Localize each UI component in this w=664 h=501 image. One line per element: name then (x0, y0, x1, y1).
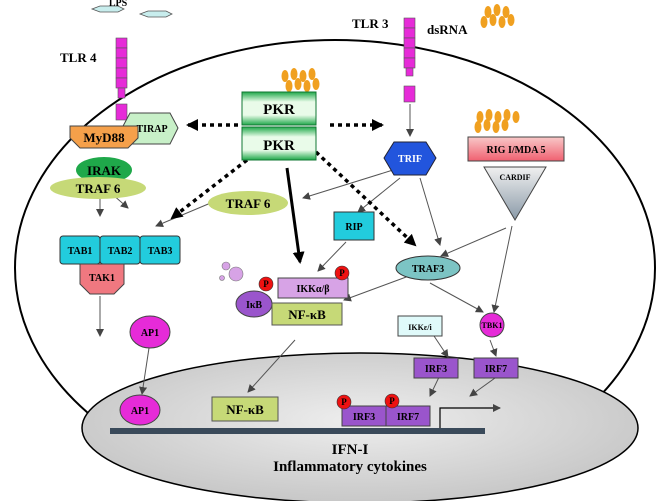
tlr3-receptor (403, 17, 416, 103)
traf6-left: TRAF 6 (50, 177, 146, 199)
lps-label: LPS (109, 0, 128, 9)
ikb: IκB (235, 290, 273, 318)
svg-text:P: P (339, 268, 345, 278)
svg-text:CARDIF: CARDIF (499, 173, 530, 182)
svg-text:TRAF3: TRAF3 (412, 264, 444, 275)
phospho-irf3: P (336, 394, 352, 410)
svg-text:TAK1: TAK1 (89, 273, 115, 284)
tlr4-receptor (115, 37, 128, 121)
svg-text:RIP: RIP (345, 222, 362, 233)
irf7-nucleus: IRF7 (385, 405, 431, 427)
svg-text:PKR: PKR (263, 138, 295, 154)
svg-text:AP1: AP1 (141, 328, 159, 339)
svg-text:TAB1: TAB1 (68, 246, 93, 257)
tbk1: TBK1 (479, 312, 505, 338)
tlr4-label: TLR 4 (60, 50, 97, 65)
svg-text:TAB3: TAB3 (148, 246, 173, 257)
dsrna-label: dsRNA (427, 22, 468, 37)
svg-text:TAB2: TAB2 (108, 246, 133, 257)
ap1-nucleus: AP1 (119, 394, 161, 426)
tak1: TAK1 (79, 263, 125, 295)
ikke: IKKε/i (397, 315, 443, 337)
svg-text:P: P (263, 279, 269, 289)
svg-text:TRAF 6: TRAF 6 (76, 181, 121, 196)
svg-text:P: P (341, 397, 347, 407)
cardif: CARDIF (483, 166, 547, 221)
ikk-complex: IKKα/β (277, 277, 349, 299)
svg-text:TBK1: TBK1 (482, 321, 503, 330)
thin-arrows (96, 104, 513, 397)
pkr-top: PKR (241, 91, 317, 126)
rig-mda5: RIG I/MDA 5 (467, 136, 565, 162)
svg-text:P: P (389, 396, 395, 406)
svg-text:TRIF: TRIF (398, 154, 422, 165)
traf3: TRAF3 (395, 255, 461, 281)
tab-complex: TAB1 TAB2 TAB3 (59, 235, 181, 265)
dsrna-cluster-tlr3 (480, 4, 515, 28)
svg-text:IKKα/β: IKKα/β (296, 284, 329, 295)
ap1-cytoplasm: AP1 (129, 315, 171, 349)
dsrna-cluster-rig (474, 109, 520, 133)
rip: RIP (333, 211, 375, 241)
svg-text:IKKε/i: IKKε/i (408, 323, 432, 332)
nfkb-nucleus: NF-κB (211, 396, 279, 422)
dotted-arrows (170, 119, 417, 247)
svg-text:IRF7: IRF7 (485, 364, 507, 375)
svg-text:AP1: AP1 (131, 406, 149, 417)
svg-text:TRAF 6: TRAF 6 (226, 196, 271, 211)
svg-text:IRAK: IRAK (87, 163, 122, 178)
svg-text:IRF3: IRF3 (353, 412, 375, 423)
irf3-cytoplasm: IRF3 (413, 357, 459, 379)
svg-text:MyD88: MyD88 (83, 130, 125, 145)
dna-strand (110, 428, 485, 434)
cytokines-label: Inflammatory cytokines (273, 459, 427, 475)
irf7-cytoplasm: IRF7 (473, 357, 519, 379)
tlr3-label: TLR 3 (352, 16, 389, 31)
svg-text:PKR: PKR (263, 102, 295, 118)
lps-molecule-right (138, 10, 173, 18)
svg-text:TIRAP: TIRAP (136, 124, 167, 135)
nfkb-cytoplasm: NF-κB (271, 302, 343, 326)
myd88: MyD88 (69, 125, 139, 149)
svg-text:NF-κB: NF-κB (288, 307, 326, 322)
traf6-mid: TRAF 6 (208, 191, 288, 215)
svg-text:IRF3: IRF3 (425, 364, 447, 375)
pkr-to-ikk-arrow (285, 167, 305, 264)
irf3-nucleus: IRF3 (341, 405, 387, 427)
lps-molecule-left (90, 5, 125, 13)
phospho-irf7: P (384, 393, 400, 409)
svg-text:RIG I/MDA 5: RIG I/MDA 5 (487, 145, 546, 156)
svg-text:IκB: IκB (246, 300, 262, 311)
pkr-bottom: PKR (241, 126, 317, 161)
irak: IRAK (76, 157, 132, 183)
svg-text:IRF7: IRF7 (397, 412, 419, 423)
svg-text:NF-κB: NF-κB (226, 402, 264, 417)
trif: TRIF (383, 141, 437, 176)
degradation-fragments (219, 261, 244, 282)
nucleus (81, 352, 639, 501)
transcription-arrow (439, 404, 501, 428)
phospho-ikk-right: P (334, 265, 350, 281)
phospho-ikk-left: P (258, 276, 274, 292)
dsrna-cluster-pkr (281, 68, 320, 92)
ifn-label: IFN-I (332, 442, 369, 458)
